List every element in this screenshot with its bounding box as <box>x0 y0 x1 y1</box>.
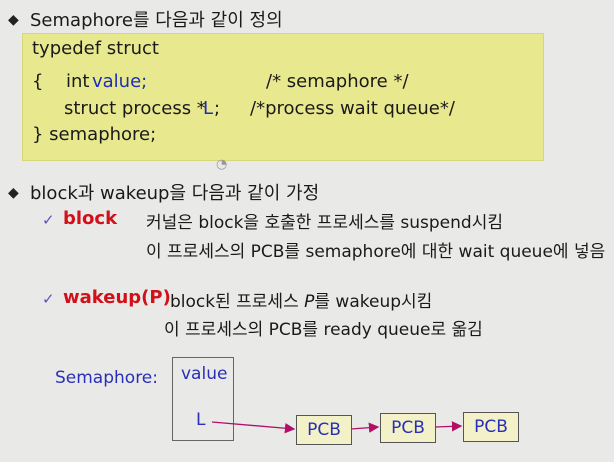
code-struct-process: struct process * <box>64 98 206 119</box>
pcb-box: PCB <box>380 413 436 443</box>
code-semicolon: ; <box>214 98 221 119</box>
diamond-bullet-icon: ◆ <box>8 12 19 28</box>
heading-block-wakeup: block과 wakeup을 다음과 같이 가정 <box>30 183 320 204</box>
arrow-pcb2-to-pcb3 <box>434 421 463 432</box>
L-field-label: L <box>196 410 206 430</box>
code-line-typedef: typedef struct <box>32 38 159 59</box>
wakeup-desc-1: block된 프로세스 P를 wakeup시킴 <box>170 292 433 312</box>
block-label: block <box>63 208 118 229</box>
process-P: P <box>304 292 315 312</box>
check-mark-icon: ✓ <box>42 290 55 308</box>
arrow-pcb1-to-pcb2 <box>350 422 380 433</box>
code-L-field: L <box>203 98 214 119</box>
block-desc-1: 커널은 block을 호출한 프로세스를 suspend시킴 <box>146 213 503 233</box>
code-line-semaphore-end: } semaphore; <box>32 124 157 145</box>
wakeup-label: wakeup(P) <box>63 287 171 308</box>
heading-semaphore-definition: Semaphore를 다음과 같이 정의 <box>30 10 283 31</box>
arrow-L-to-pcb <box>211 421 296 434</box>
cursor-icon: ◔ <box>216 157 228 172</box>
code-comment-wait-queue: /*process wait queue*/ <box>250 98 455 119</box>
semaphore-struct-box <box>172 357 234 441</box>
diamond-bullet-icon: ◆ <box>8 185 19 201</box>
value-field-label: value <box>181 364 228 384</box>
pcb-box: PCB <box>296 415 352 445</box>
diagram-semaphore-label: Semaphore: <box>55 368 158 388</box>
wakeup-desc-2: 이 프로세스의 PCB를 ready queue로 옮김 <box>164 320 483 340</box>
code-open-brace: { <box>32 71 44 92</box>
pcb-box: PCB <box>463 412 519 442</box>
block-desc-2: 이 프로세스의 PCB를 semaphore에 대한 wait queue에 넣… <box>146 242 606 262</box>
code-comment-semaphore: /* semaphore */ <box>266 71 409 92</box>
code-int-keyword: int <box>66 71 90 92</box>
code-block <box>22 33 544 161</box>
check-mark-icon: ✓ <box>42 211 55 229</box>
code-value-field: value; <box>92 71 148 92</box>
